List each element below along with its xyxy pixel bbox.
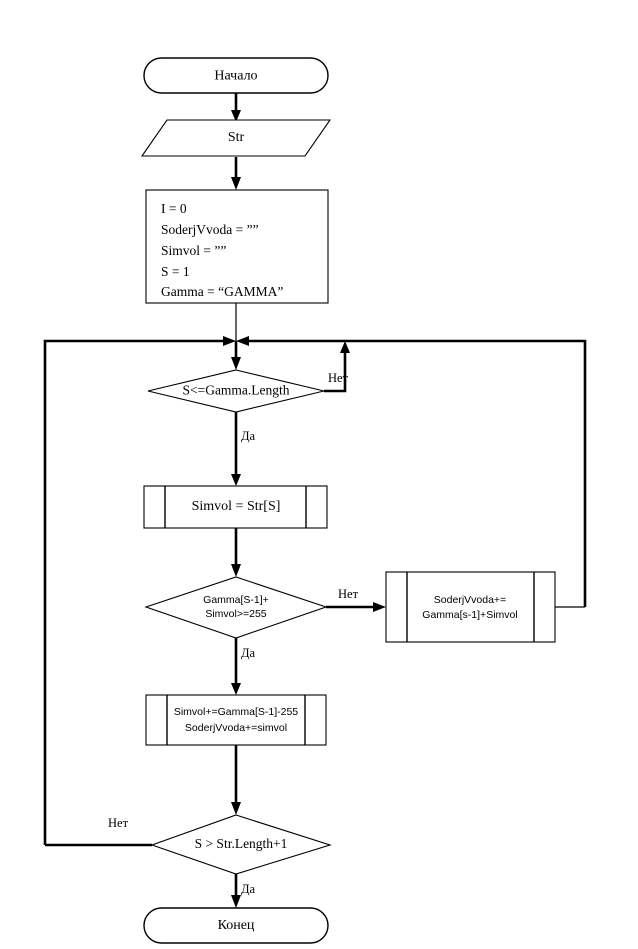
node-init-line-4: S = 1 bbox=[161, 264, 190, 279]
node-decision-loop-label: S<=Gamma.Length bbox=[182, 383, 289, 398]
node-append-yes-line-2: SoderjVvoda+=simvol bbox=[185, 722, 287, 734]
edge-label-loop-yes: Да bbox=[241, 429, 256, 443]
edge-merge-to-decision-loop bbox=[231, 341, 241, 370]
node-decision-overflow[interactable]: Gamma[S-1]+ Simvol>=255 bbox=[144, 576, 328, 639]
edge-overflow-yes bbox=[231, 638, 241, 695]
node-decision-end-label: S > Str.Length+1 bbox=[195, 836, 288, 851]
node-decision-overflow-line-1: Gamma[S-1]+ bbox=[203, 594, 269, 606]
edge-simvol-to-overflow bbox=[231, 528, 241, 577]
edge-start-to-input bbox=[231, 92, 241, 122]
node-init[interactable]: I = 0 SoderjVvoda = ”” Simvol = ”” S = 1… bbox=[145, 189, 329, 304]
node-assign-simvol[interactable]: Simvol = Str[S] bbox=[143, 485, 328, 529]
node-end-label: Конец bbox=[218, 918, 255, 933]
edge-overflow-no bbox=[326, 602, 386, 612]
node-decision-overflow-line-2: Simvol>=255 bbox=[205, 608, 266, 620]
node-input-str-label: Str bbox=[228, 130, 245, 145]
edge-label-loop-no: Нет bbox=[328, 371, 349, 385]
node-decision-loop[interactable]: S<=Gamma.Length bbox=[147, 369, 325, 413]
edge-appendyes-to-decision-end bbox=[231, 745, 241, 815]
edge-label-end-yes: Да bbox=[241, 882, 256, 896]
edge-loop-yes bbox=[231, 412, 241, 486]
edge-loopback-right bbox=[236, 336, 587, 607]
node-append-no[interactable]: SoderjVvoda+= Gamma[s-1]+Simvol bbox=[385, 571, 556, 643]
node-append-no-line-1: SoderjVvoda+= bbox=[434, 594, 506, 606]
node-append-yes[interactable]: Simvol+=Gamma[S-1]-255 SoderjVvoda+=simv… bbox=[145, 694, 327, 746]
node-decision-end[interactable]: S > Str.Length+1 bbox=[150, 814, 332, 875]
edge-input-to-init bbox=[231, 157, 241, 190]
node-init-line-2: SoderjVvoda = ”” bbox=[161, 222, 259, 237]
node-init-line-5: Gamma = “GAMMA” bbox=[161, 284, 283, 299]
node-append-yes-line-1: Simvol+=Gamma[S-1]-255 bbox=[174, 706, 298, 718]
edge-label-overflow-yes: Да bbox=[241, 646, 256, 660]
node-assign-simvol-label: Simvol = Str[S] bbox=[192, 499, 281, 514]
node-append-no-line-2: Gamma[s-1]+Simvol bbox=[422, 609, 517, 621]
node-start[interactable]: Начало bbox=[143, 57, 329, 94]
node-start-label: Начало bbox=[214, 69, 257, 84]
edge-loopback-left bbox=[43, 336, 236, 845]
edge-end-yes bbox=[231, 874, 241, 908]
edge-label-overflow-no: Нет bbox=[338, 587, 359, 601]
node-init-line-1: I = 0 bbox=[161, 201, 187, 216]
node-init-line-3: Simvol = ”” bbox=[161, 243, 226, 258]
edge-loop-no bbox=[324, 341, 350, 393]
edge-label-end-no: Нет bbox=[108, 816, 129, 830]
node-end[interactable]: Конец bbox=[143, 907, 329, 944]
node-input-str[interactable]: Str bbox=[140, 119, 332, 157]
